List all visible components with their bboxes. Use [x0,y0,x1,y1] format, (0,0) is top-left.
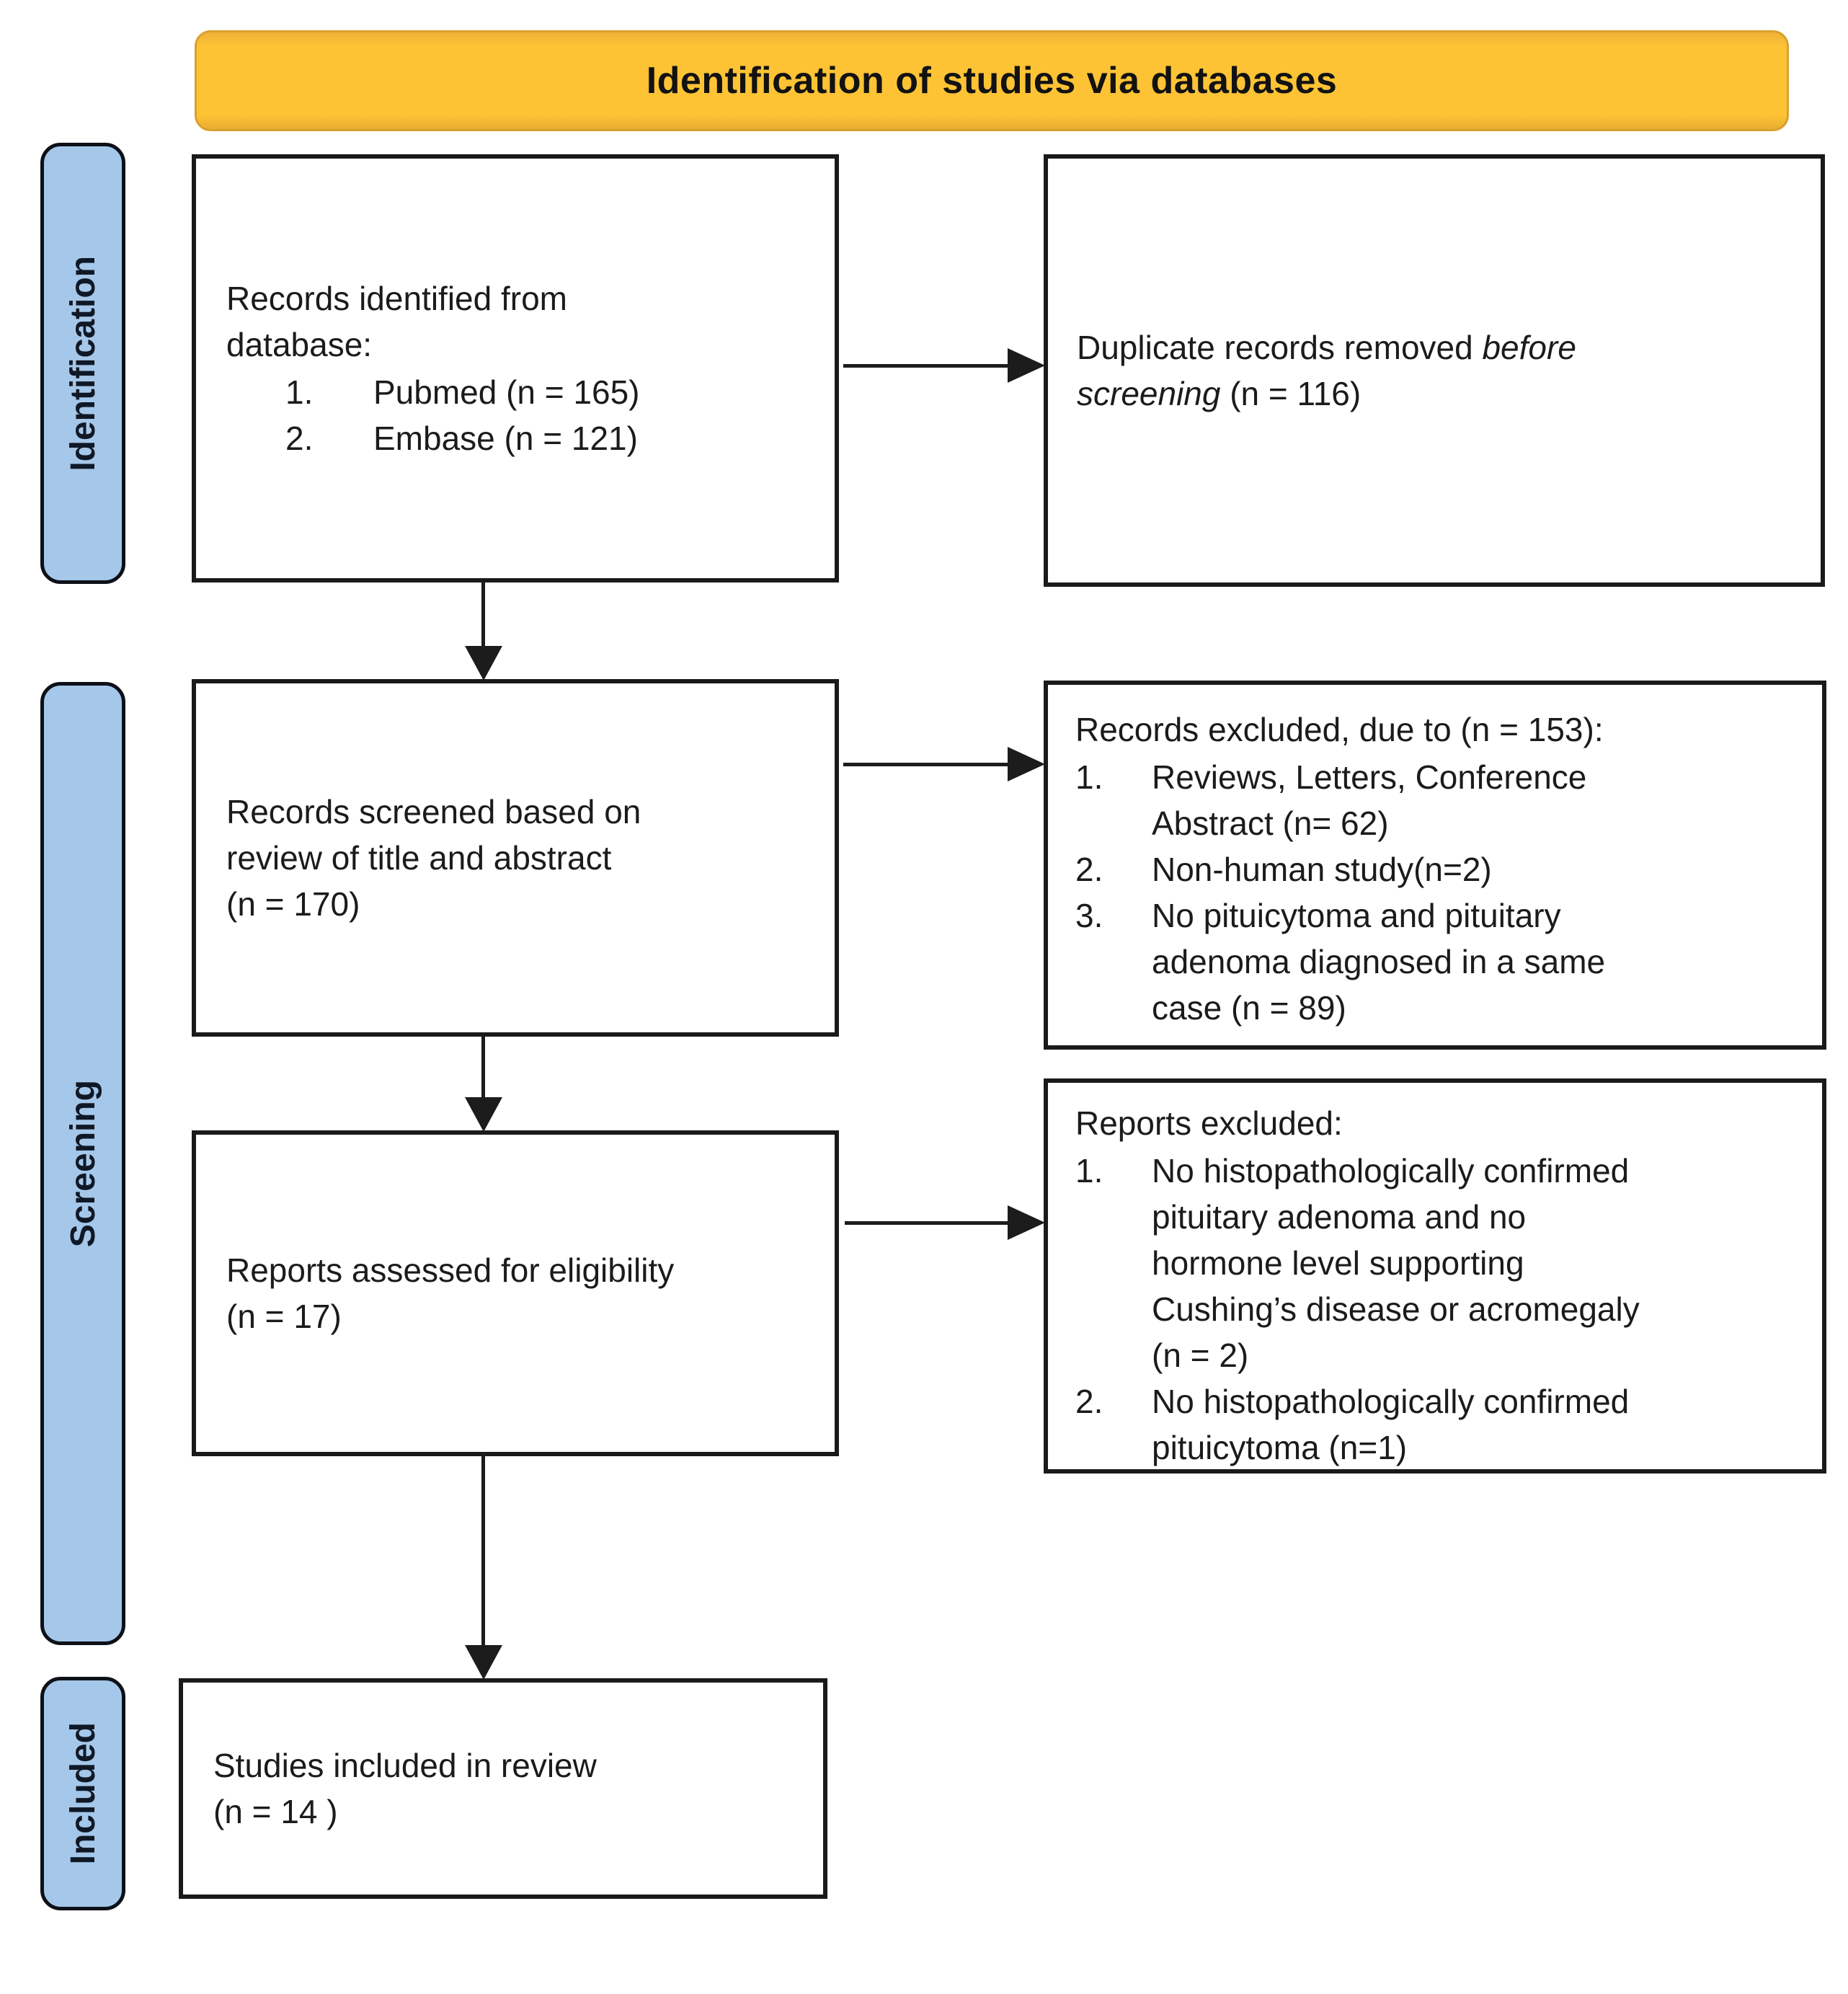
title-banner: Identification of studies via databases [195,30,1789,131]
box-text-italic: before [1482,329,1576,366]
box-text-line: Records screened based on [226,793,641,830]
arrow-head-icon [1008,1205,1045,1240]
box-text-italic: screening [1077,375,1221,412]
exclusion-list: 1. Reviews, Letters, Conference Abstract… [1075,754,1805,1031]
arrow-head-icon [465,1645,502,1680]
list-item-text: No histopathologically confirmed pituita… [1152,1152,1640,1374]
box-text-line: database: [226,326,373,363]
box-text-line: review of title and abstract [226,839,612,877]
box-text-line: Records identified from [226,280,567,317]
box-text-line: (n = 14 ) [213,1793,338,1830]
stage-label-identification: Identification [40,143,125,584]
database-list: 1. Pubmed (n = 165) 2. Embase (n = 121) [285,369,820,461]
arrow-head-icon [465,646,502,681]
box-header: Records excluded, due to (n = 153): [1075,711,1604,748]
list-item-number: 1. [1075,758,1103,796]
box-text-suffix: (n = 116) [1220,375,1361,412]
exclusion-list: 1. No histopathologically confirmed pitu… [1075,1148,1805,1471]
list-item-text: Embase (n = 121) [373,420,638,457]
box-text-line: (n = 17) [226,1298,342,1335]
box-reports-excluded: Reports excluded: 1. No histopathologica… [1044,1078,1826,1474]
list-item-number: 1. [1075,1152,1103,1189]
box-text-line: (n = 170) [226,885,360,923]
box-text-prefix: Duplicate records removed [1077,329,1483,366]
list-item: 2. No histopathologically confirmed pitu… [1075,1378,1805,1471]
list-item-text: No histopathologically confirmed pituicy… [1152,1383,1630,1466]
list-item-number: 2. [1075,1383,1103,1420]
list-item-number: 1. [285,373,314,411]
arrow-head-icon [1008,747,1045,781]
list-item-number: 2. [285,420,314,457]
diagram-title: Identification of studies via databases [646,60,1338,102]
box-duplicates-removed: Duplicate records removed before screenin… [1044,154,1825,587]
box-text-line: Reports assessed for eligibility [226,1251,675,1289]
list-item-text: No pituicytoma and pituitary adenoma dia… [1152,897,1606,1027]
arrow-head-icon [465,1097,502,1132]
box-text: Duplicate records removed before screenin… [1077,324,1639,417]
box-studies-included: Studies included in review (n = 14 ) [179,1678,827,1899]
box-records-screened: Records screened based on review of titl… [192,679,839,1037]
stage-label-text: Screening [63,1079,102,1248]
list-item: 1. Pubmed (n = 165) [285,369,820,415]
box-records-excluded: Records excluded, due to (n = 153): 1. R… [1044,681,1826,1050]
stage-label-text: Identification [63,255,102,471]
list-item: 1. No histopathologically confirmed pitu… [1075,1148,1805,1378]
list-item: 1. Reviews, Letters, Conference Abstract… [1075,754,1805,846]
list-item-text: Reviews, Letters, Conference Abstract (n… [1152,758,1587,842]
box-header: Reports excluded: [1075,1104,1343,1142]
stage-label-text: Included [63,1722,102,1865]
list-item: 2. Non-human study(n=2) [1075,846,1805,892]
box-text-line: Studies included in review [213,1747,597,1784]
list-item-number: 2. [1075,851,1103,888]
stage-label-included: Included [40,1677,125,1910]
list-item: 3. No pituicytoma and pituitary adenoma … [1075,892,1805,1031]
arrow-head-icon [1008,348,1045,383]
list-item-text: Non-human study(n=2) [1152,851,1492,888]
stage-label-screening: Screening [40,682,125,1645]
list-item: 2. Embase (n = 121) [285,415,820,461]
box-reports-assessed: Reports assessed for eligibility (n = 17… [192,1130,839,1456]
list-item-text: Pubmed (n = 165) [373,373,640,411]
list-item-number: 3. [1075,897,1103,934]
box-records-identified: Records identified from database: 1. Pub… [192,154,839,582]
